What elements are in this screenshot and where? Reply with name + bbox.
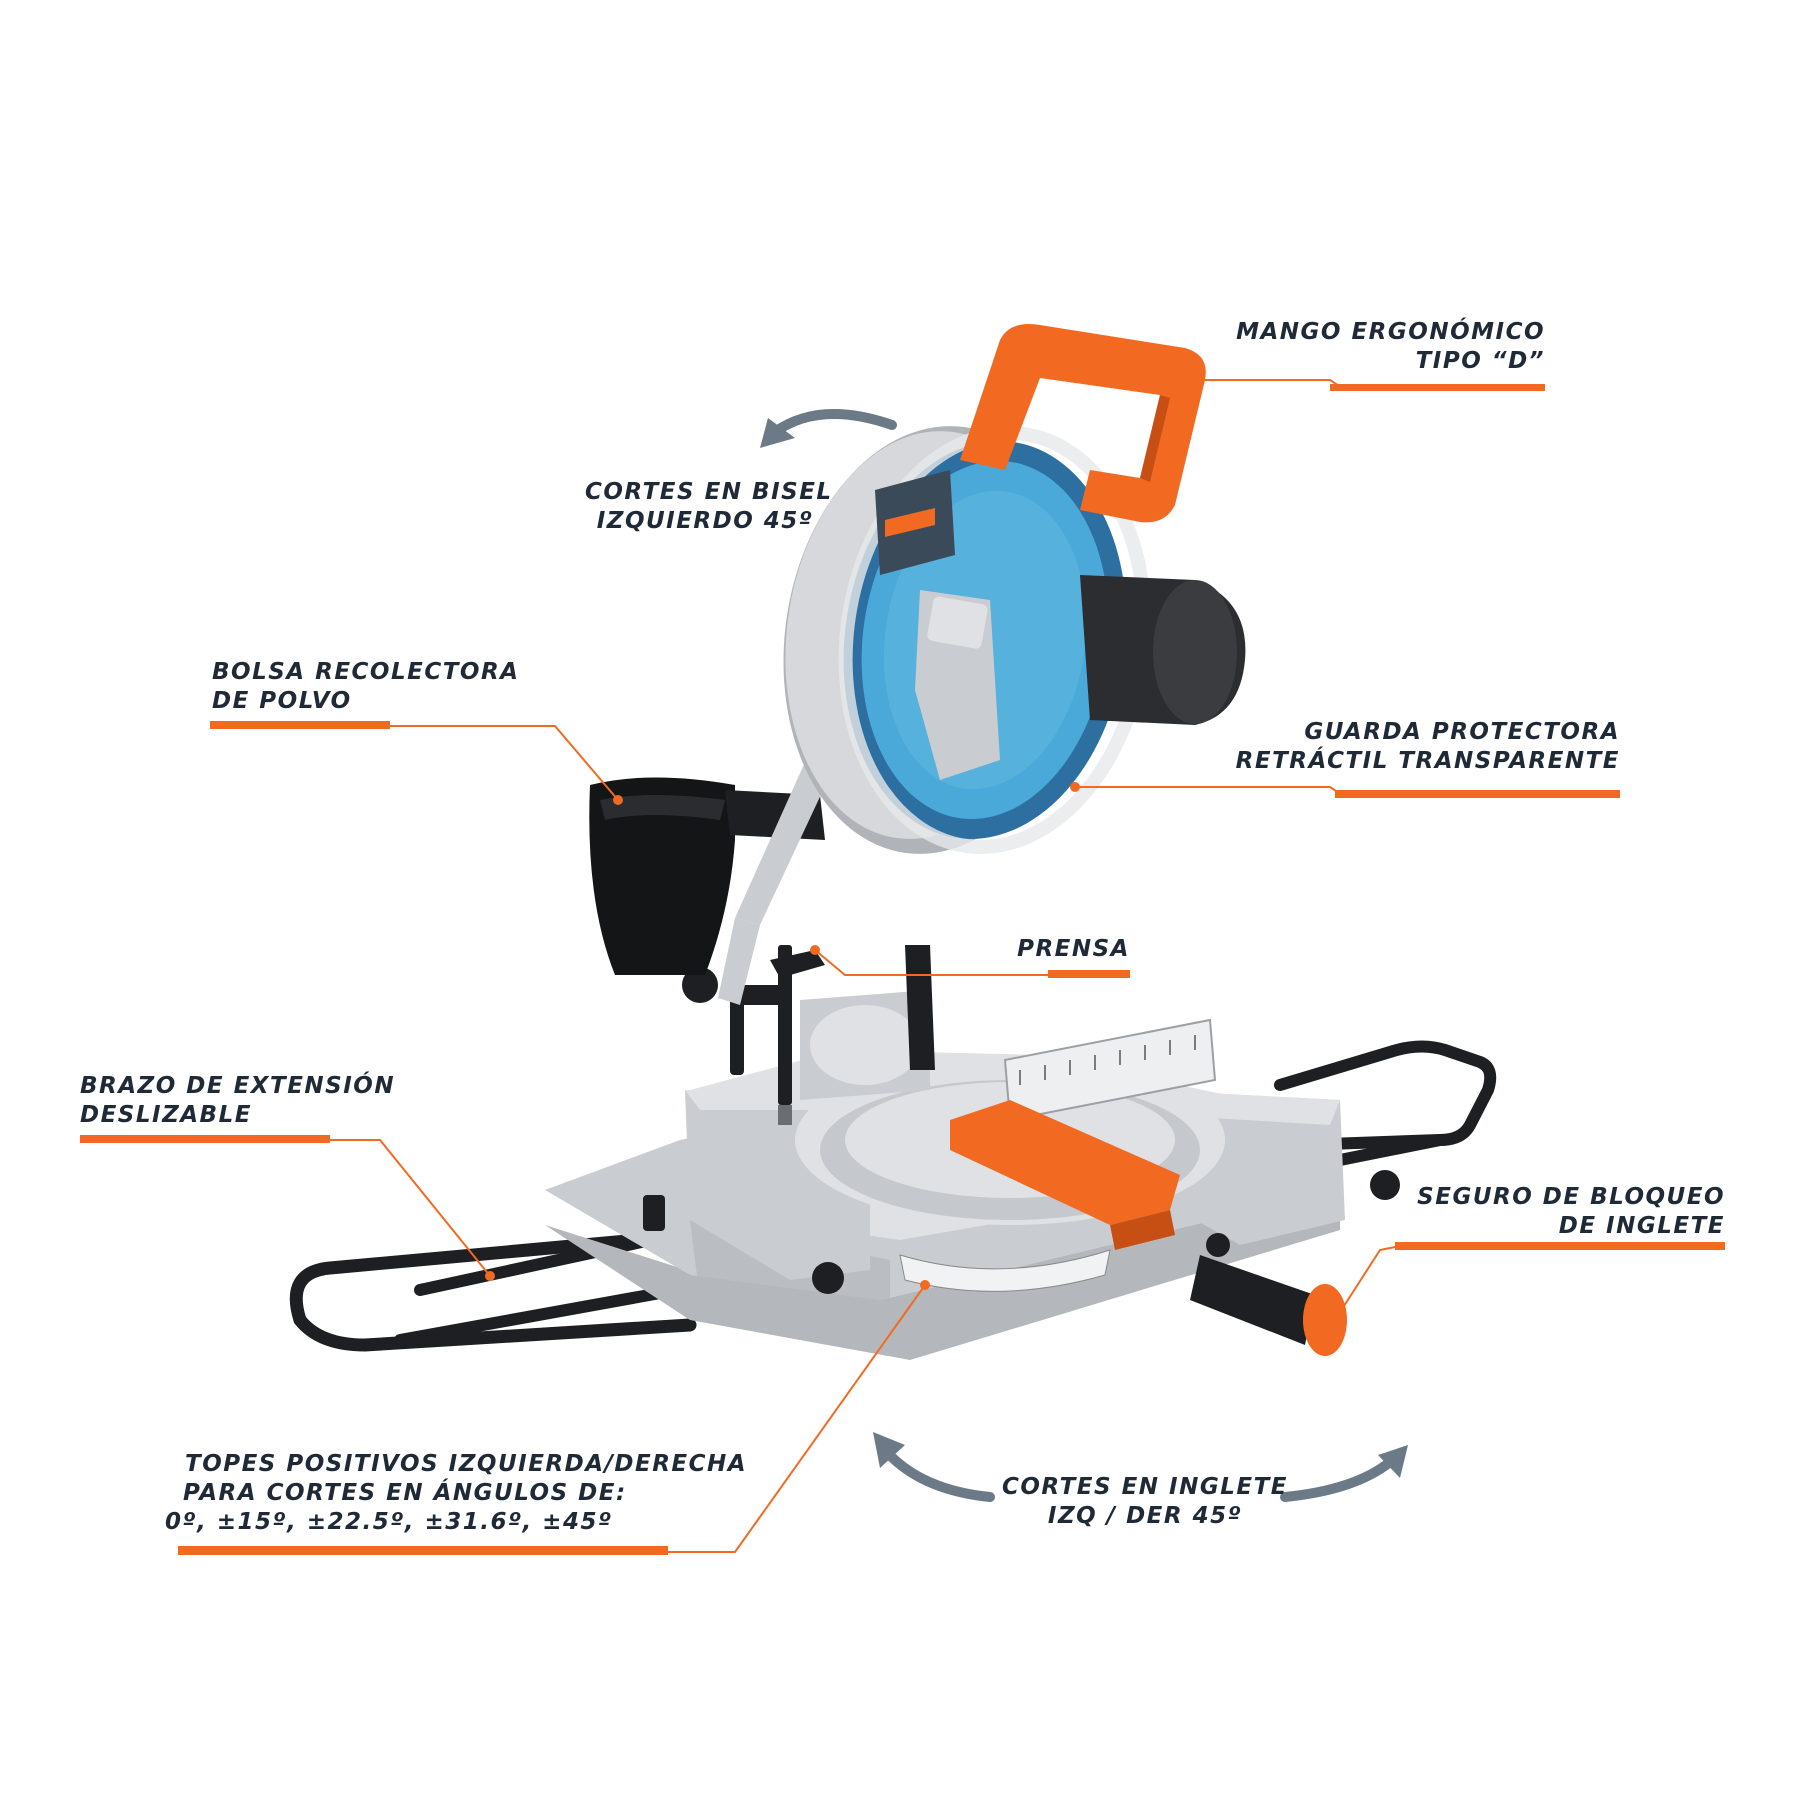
callout-brazo-line-2: DESLIZABLE bbox=[80, 1102, 252, 1128]
callout-bisel-line-2: IZQUIERDO 45º bbox=[596, 508, 814, 534]
callout-brazo-extension: BRAZO DE EXTENSIÓN DESLIZABLE bbox=[80, 1072, 395, 1130]
callout-prensa: PRENSA bbox=[1017, 935, 1130, 964]
callout-topes-positivos: TOPES POSITIVOS IZQUIERDA/DERECHA PARA C… bbox=[165, 1450, 747, 1537]
curved-arrow-left-icon bbox=[760, 409, 897, 448]
d-handle bbox=[960, 324, 1206, 523]
callout-inglete-line-2: IZQ / DER 45º bbox=[1047, 1503, 1243, 1529]
callout-bolsa-line-2: DE POLVO bbox=[212, 688, 352, 714]
miter-saw bbox=[289, 324, 1497, 1360]
callout-inglete-line-1: CORTES EN INGLETE bbox=[1001, 1474, 1288, 1500]
fence-ruler bbox=[1003, 1018, 1217, 1122]
callout-topes-line-3: 0º, ±15º, ±22.5º, ±31.6º, ±45º bbox=[165, 1509, 613, 1535]
miter-lock-handle bbox=[1190, 1255, 1347, 1356]
callout-bolsa-line-1: BOLSA RECOLECTORA bbox=[212, 659, 520, 685]
callout-bisel-line-1: CORTES EN BISEL bbox=[585, 479, 833, 505]
miter-arm bbox=[950, 1100, 1180, 1250]
callout-cortes-bisel: CORTES EN BISEL IZQUIERDO 45º bbox=[585, 478, 833, 536]
motor bbox=[1080, 575, 1246, 725]
callout-guarda-line-2: RETRÁCTIL TRANSPARENTE bbox=[1235, 748, 1620, 774]
callout-guarda-line-1: GUARDA PROTECTORA bbox=[1304, 719, 1620, 745]
callout-underlines bbox=[80, 384, 1725, 1555]
callout-guarda-protectora: GUARDA PROTECTORA RETRÁCTIL TRANSPARENTE bbox=[1236, 718, 1620, 776]
callout-brazo-line-1: BRAZO DE EXTENSIÓN bbox=[80, 1073, 396, 1099]
blade-housing bbox=[783, 425, 1152, 855]
callout-topes-line-1: TOPES POSITIVOS IZQUIERDA/DERECHA bbox=[185, 1451, 748, 1477]
callout-seguro-line-1: SEGURO DE BLOQUEO bbox=[1417, 1184, 1725, 1210]
callout-prensa-line-1: PRENSA bbox=[1017, 936, 1130, 962]
callout-topes-line-2: PARA CORTES EN ÁNGULOS DE: bbox=[183, 1480, 627, 1506]
callout-bolsa-recolectora: BOLSA RECOLECTORA DE POLVO bbox=[212, 658, 519, 716]
callout-mango-line-1: MANGO ERGONÓMICO bbox=[1236, 319, 1545, 345]
curved-arrows-left-right-icon bbox=[873, 1432, 1408, 1502]
callout-seguro-bloqueo: SEGURO DE BLOQUEO DE INGLETE bbox=[1417, 1183, 1725, 1241]
callout-cortes-inglete: CORTES EN INGLETE IZQ / DER 45º bbox=[1000, 1473, 1290, 1531]
callout-seguro-line-2: DE INGLETE bbox=[1558, 1213, 1725, 1239]
callout-mango-line-2: TIPO “D” bbox=[1415, 348, 1545, 374]
pivot-column bbox=[800, 945, 935, 1100]
callout-mango-ergonomico: MANGO ERGONÓMICO TIPO “D” bbox=[1236, 318, 1545, 376]
